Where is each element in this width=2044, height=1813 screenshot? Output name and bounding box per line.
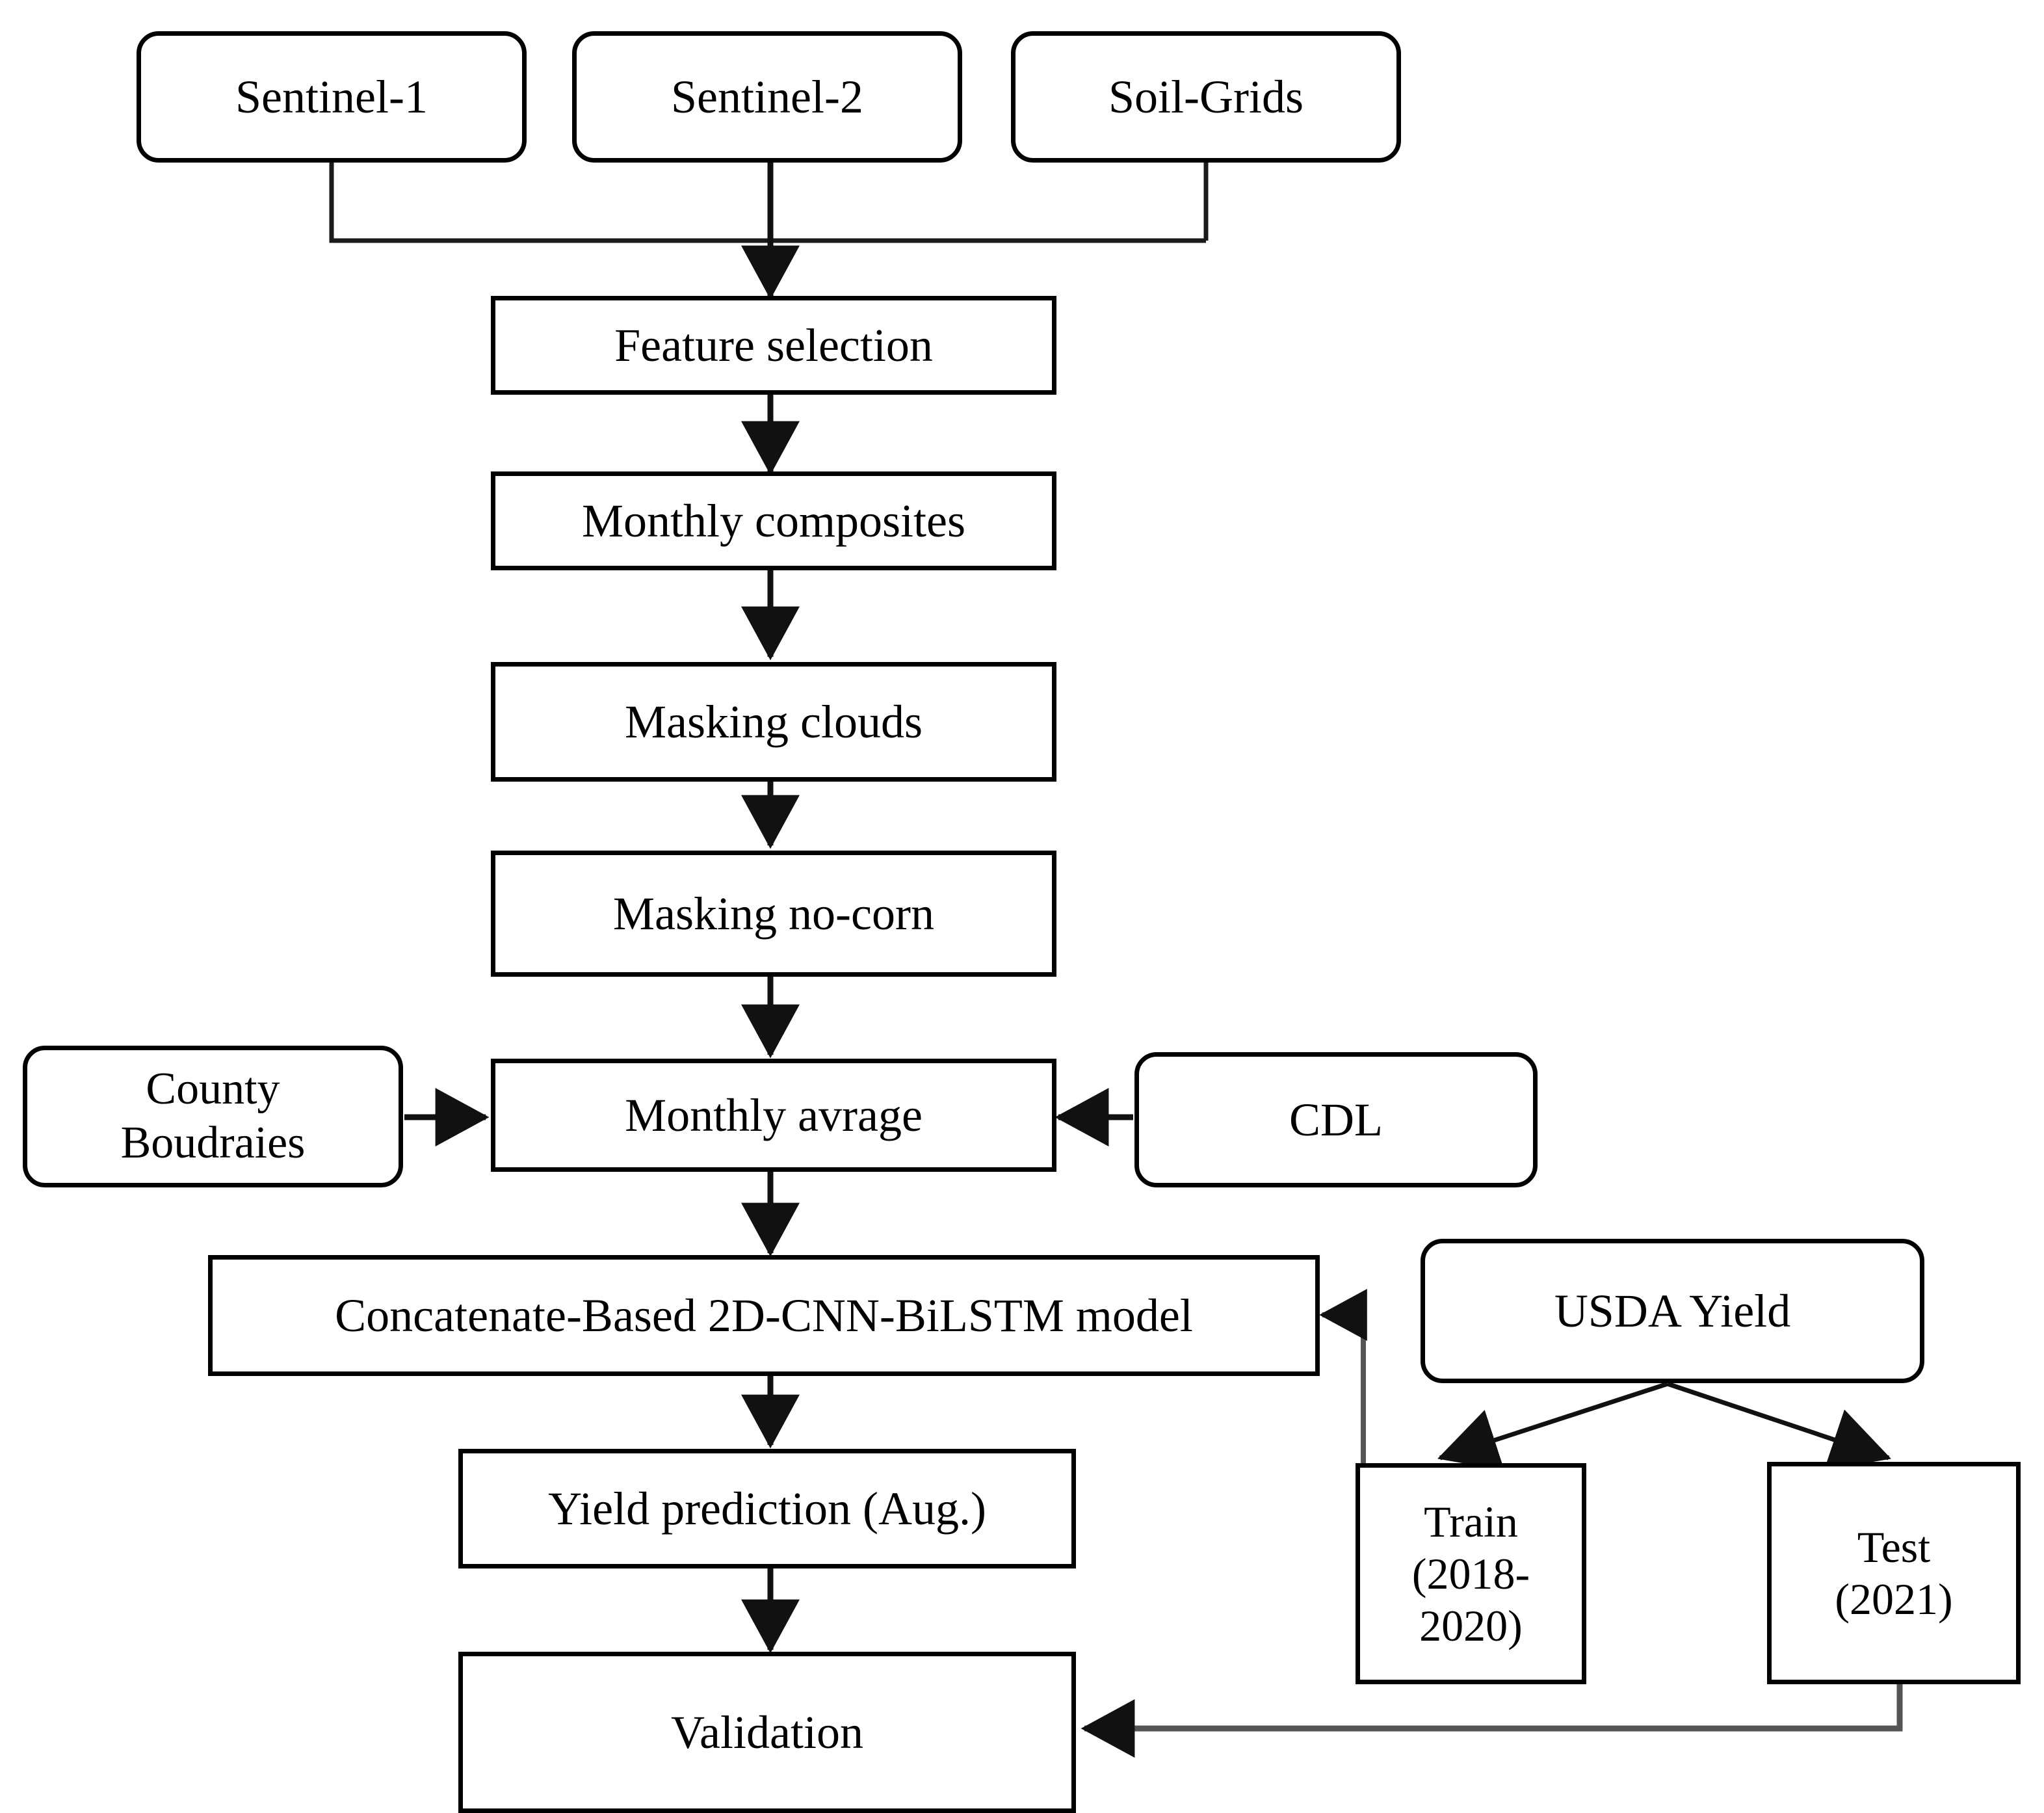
node-test-label-line2: (2021) [1835,1574,1953,1624]
node-monthly-average-label: Monthly avrage [625,1089,923,1141]
node-train-label-line2: (2018- [1411,1548,1530,1598]
node-monthly-average[interactable]: Monthly avrage [491,1059,1056,1172]
node-masking-clouds-label: Masking clouds [625,695,923,748]
node-county-boundaries-label-line1: County [146,1064,280,1115]
node-sentinel-1-label: Sentinel-1 [235,70,428,123]
edge-usda-train [1437,1381,1669,1471]
node-sentinel-1[interactable]: Sentinel-1 [137,31,527,163]
edge-usda-test [1666,1381,1891,1470]
node-soil-grids-label: Soil-Grids [1108,70,1304,123]
node-validation[interactable]: Validation [458,1652,1076,1813]
node-model[interactable]: Concatenate-Based 2D-CNN-BiLSTM model [208,1255,1320,1376]
node-feature-selection[interactable]: Feature selection [491,296,1056,395]
node-sentinel-2-label: Sentinel-2 [671,70,863,123]
node-soil-grids[interactable]: Soil-Grids [1011,31,1401,163]
edge-test-validation [1081,1684,1903,1758]
node-monthly-composites[interactable]: Monthly composites [491,471,1056,570]
edge-sentinel1-merge [329,163,1206,243]
node-test[interactable]: Test (2021) [1767,1462,2021,1684]
node-cdl[interactable]: CDL [1134,1052,1538,1187]
node-validation-label: Validation [671,1706,863,1758]
node-yield-prediction-label: Yield prediction (Aug.) [548,1482,986,1535]
node-monthly-composites-label: Monthly composites [582,494,965,547]
node-cdl-label: CDL [1289,1093,1383,1146]
node-usda-yield[interactable]: USDA Yield [1421,1239,1924,1383]
node-masking-clouds[interactable]: Masking clouds [491,662,1056,782]
node-county-boundaries-label-line2: Boudraies [120,1118,306,1168]
node-masking-no-corn[interactable]: Masking no-corn [491,851,1056,977]
node-masking-no-corn-label: Masking no-corn [613,887,934,940]
node-yield-prediction[interactable]: Yield prediction (Aug.) [458,1449,1076,1568]
node-test-label-line1: Test [1857,1522,1931,1572]
node-train[interactable]: Train (2018- 2020) [1356,1463,1586,1684]
node-sentinel-2[interactable]: Sentinel-2 [572,31,962,163]
node-model-label: Concatenate-Based 2D-CNN-BiLSTM model [335,1289,1193,1342]
node-usda-yield-label: USDA Yield [1554,1284,1791,1337]
node-county-boundaries[interactable]: County Boudraies [23,1046,403,1187]
node-train-label-line3: 2020) [1419,1601,1523,1651]
node-train-label-line1: Train [1424,1496,1518,1546]
node-feature-selection-label: Feature selection [614,319,933,371]
